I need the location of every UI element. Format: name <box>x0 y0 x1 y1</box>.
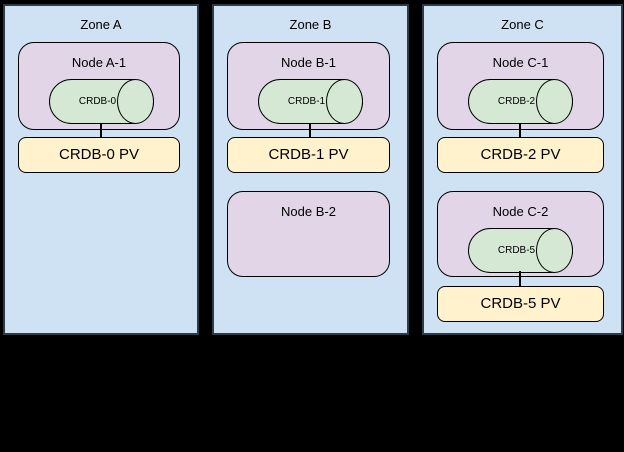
connector-crdb-5-to-pv <box>519 271 521 286</box>
pv-crdb-2: CRDB-2 PV <box>437 137 604 173</box>
crdb-1-pod-label: CRDB-1 <box>287 96 326 107</box>
crdb-1-pod-cylinder: CRDB-1 <box>258 79 363 124</box>
crdb-0-pod-label: CRDB-0 <box>78 96 117 107</box>
cylinder-cap <box>536 228 573 273</box>
pv-crdb-5: CRDB-5 PV <box>437 286 604 322</box>
crdb-2-pod-label: CRDB-2 <box>497 96 536 107</box>
zone-a: Zone A Node A-1 CRDB-0 CRDB-0 PV <box>3 4 199 335</box>
node-c-1: Node C-1 CRDB-2 <box>437 42 604 130</box>
pv-crdb-1: CRDB-1 PV <box>227 137 390 173</box>
cylinder-cap <box>536 79 573 124</box>
pv-crdb-0: CRDB-0 PV <box>18 137 180 173</box>
crdb-5-pod-cylinder: CRDB-5 <box>468 228 573 273</box>
cylinder-cap <box>117 79 154 124</box>
crdb-2-pod-cylinder: CRDB-2 <box>468 79 573 124</box>
node-b-1: Node B-1 CRDB-1 <box>227 42 390 130</box>
crdb-5-pod-label: CRDB-5 <box>497 245 536 256</box>
node-b-1-label: Node B-1 <box>281 55 336 70</box>
node-c-2-label: Node C-2 <box>492 204 549 219</box>
node-a-1: Node A-1 CRDB-0 <box>18 42 180 130</box>
connector-crdb-1-to-pv <box>309 123 311 138</box>
cylinder-cap <box>326 79 363 124</box>
node-c-1-label: Node C-1 <box>492 55 549 70</box>
node-c-2: Node C-2 CRDB-5 <box>437 191 604 277</box>
node-a-1-label: Node A-1 <box>71 55 127 70</box>
zone-b: Zone B Node B-1 CRDB-1 CRDB-1 PV Node B-… <box>212 4 409 335</box>
zone-c: Zone C Node C-1 CRDB-2 CRDB-2 PV Node C-… <box>422 4 623 335</box>
node-b-2: Node B-2 <box>227 191 390 277</box>
zone-a-title: Zone A <box>80 17 122 32</box>
connector-crdb-2-to-pv <box>519 123 521 138</box>
node-b-2-label: Node B-2 <box>281 204 336 219</box>
zone-c-title: Zone C <box>501 17 544 32</box>
connector-crdb-0-to-pv <box>100 123 102 138</box>
crdb-0-pod-cylinder: CRDB-0 <box>49 79 154 124</box>
zone-b-title: Zone B <box>289 17 332 32</box>
